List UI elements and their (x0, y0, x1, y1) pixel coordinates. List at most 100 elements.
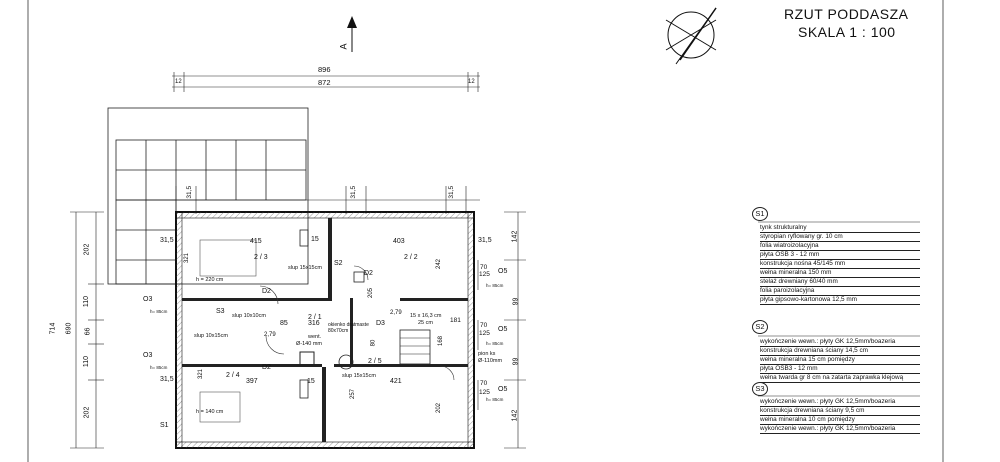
right-dimensions (477, 211, 526, 449)
drawing-title: RZUT PODDASZA (784, 6, 909, 22)
marker-o5-3: O5 (498, 386, 508, 393)
marker-o5-2: O5 (498, 326, 508, 333)
note-202: 202 (436, 402, 443, 414)
dim-right-3: 99 (512, 357, 520, 366)
north-arrow-icon (665, 7, 717, 65)
note-257: 257 (350, 388, 357, 400)
legend-s1-row: folia paroizolacyjna (760, 286, 920, 296)
dim-wall-bl: 31,5 (160, 376, 174, 383)
legend-s2-row: wełna mineralna 15 cm pomiędzy (760, 355, 920, 365)
note-slup-c: slup 10x15cm (194, 333, 228, 339)
marker-d2-bottom: D2 (262, 364, 271, 371)
note-80: 80 (370, 339, 377, 347)
note-279-b: 2,79 (264, 332, 276, 338)
marker-s2: S2 (334, 260, 343, 267)
note-15-top: 15 (311, 236, 319, 243)
note-h-140: h = 140 cm (196, 409, 224, 415)
note-went: went. (308, 334, 322, 340)
marker-d2-top: D2 (262, 288, 271, 295)
note-pion: pion ks (478, 351, 496, 357)
note-70-1: 70 (480, 264, 488, 271)
note-pion-dia: Ø-110mm (478, 358, 503, 364)
note-stair: 15 x 16,3 cm (410, 313, 442, 319)
dim-top-overall: 896 (318, 65, 331, 74)
dim-top-side-right: 12 (468, 79, 475, 85)
legend-s1-row: płyta OSB 3 - 12 mm (760, 250, 920, 260)
legend-s1-key: S1 (752, 207, 768, 221)
marker-d2-right: D2 (364, 270, 373, 277)
dim-right-b-1: 125 (479, 271, 490, 278)
legend-s2-row: wełna twarda gr 8 cm na zatarta zaprawka… (760, 373, 920, 383)
dim-left-overall: 714 (49, 322, 57, 335)
legend-s1-row: stelaż drewniany 60/40 mm (760, 277, 920, 287)
dim-left-3: 66 (84, 327, 92, 336)
top-dimensions (172, 72, 480, 214)
room-2-1-area: 316 (308, 320, 320, 327)
note-okno: okienko dratmaste 80x70cm (328, 322, 369, 334)
note-85: 85 (280, 320, 288, 327)
note-168: 168 (438, 335, 445, 347)
legend-frames (758, 221, 920, 397)
section-label: A (338, 43, 349, 50)
marker-o3-bottom: O3 (143, 352, 153, 359)
note-hh-right-2: h= 85cm (486, 341, 504, 346)
note-hh-left-2: h= 85cm (150, 365, 168, 370)
legend-s2-key: S2 (752, 320, 768, 334)
legend-s2-row: płyta OSB3 - 12 mm (760, 364, 920, 374)
room-2-4-id: 2 / 4 (226, 372, 240, 379)
left-dimensions (70, 211, 104, 449)
section-marker-icon (347, 16, 357, 52)
note-70-3: 70 (480, 380, 488, 387)
note-321-top: 321 (184, 252, 191, 264)
note-h-220: h = 220 cm (196, 277, 224, 283)
dim-left-2: 110 (83, 295, 91, 308)
legend-s2-row: konstrukcja drewniana ściany 14,5 cm (760, 346, 920, 356)
room-2-2-area: 403 (393, 238, 405, 245)
room-2-4-area: 397 (246, 378, 258, 385)
legend-s1-row: tynk strukturalny (760, 223, 920, 233)
note-181: 181 (450, 317, 461, 324)
dim-right-1: 142 (511, 230, 519, 243)
legend-s1-row: wełna mineralna 150 mm (760, 268, 920, 278)
marker-o5-1: O5 (498, 268, 508, 275)
dim-wall-tr: 31,5 (478, 237, 492, 244)
dim-left-4: 110 (83, 355, 91, 368)
legend-s1-row: folia wiatroizolacyjna (760, 241, 920, 251)
legend-s3-row: wykończenie wewn.: płyty GK 12,5mm/boaze… (760, 424, 920, 434)
drawing-scale: SKALA 1 : 100 (798, 24, 896, 40)
dim-top-seg-2: 31,5 (350, 185, 358, 199)
legend-s3-key: S3 (752, 382, 768, 396)
note-321-bottom: 321 (198, 368, 205, 380)
room-2-5-area: 421 (390, 378, 402, 385)
legend-s2-row: wykończenie wewn.: płyty GK 12,5mm/boaze… (760, 337, 920, 347)
note-205: 205 (368, 287, 375, 299)
dim-right-4: 142 (511, 409, 519, 422)
dim-wall-tl: 31,5 (160, 237, 174, 244)
note-hh-left-1: h= 85cm (150, 309, 168, 314)
note-slup-b: slup 10x10cm (232, 313, 266, 319)
note-slup-a: slup 15x15cm (288, 265, 322, 271)
plan-walls (175, 211, 475, 449)
note-went-dia: Ø-140 mm (296, 341, 322, 347)
note-15-bottom: 15 (307, 378, 315, 385)
dim-right-b-3: 125 (479, 389, 490, 396)
marker-s3: S3 (216, 308, 225, 315)
note-stair-b: 25 cm (418, 320, 433, 326)
note-70-2: 70 (480, 322, 488, 329)
dim-right-b-2: 125 (479, 330, 490, 337)
dim-top-seg-1: 31,5 (186, 185, 194, 199)
dim-top-side-left: 12 (175, 79, 182, 85)
note-242: 242 (436, 258, 443, 270)
note-hh-right-1: h= 85cm (486, 283, 504, 288)
room-2-5-id: 2 / 5 (368, 358, 382, 365)
dim-left-5: 202 (83, 406, 91, 419)
legend-s1-row: płyta gipsowo-kartonowa 12,5 mm (760, 295, 920, 305)
marker-o3-top: O3 (143, 296, 153, 303)
dim-top-inner: 872 (318, 78, 331, 87)
dim-top-seg-3: 31,5 (448, 185, 456, 199)
note-279-a: 2,79 (390, 310, 402, 316)
legend-s3-row: wykończenie wewn.: płyty GK 12,5mm/boaze… (760, 397, 920, 407)
room-2-1-id: 2 / 1 (308, 314, 322, 321)
legend-s1-row: konstrukcja nośna 45/145 mm (760, 259, 920, 269)
